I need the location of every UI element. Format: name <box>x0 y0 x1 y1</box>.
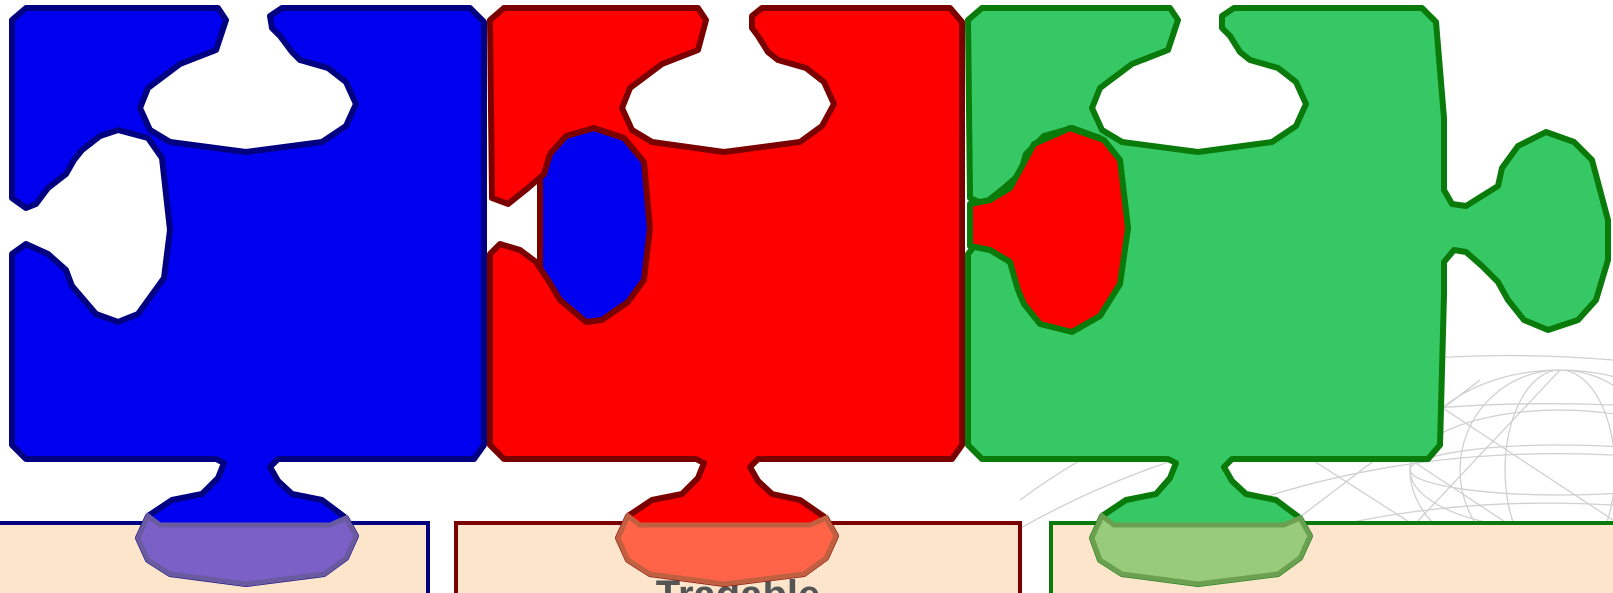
puzzle-piece-green <box>968 8 1608 584</box>
overlap-red <box>618 516 836 584</box>
puzzle-piece-red <box>490 8 962 584</box>
panel-tab-overlaps <box>138 516 1310 584</box>
overlap-green <box>1092 516 1310 584</box>
puzzle-piece-blue <box>12 8 484 584</box>
overlap-blue <box>138 516 356 584</box>
